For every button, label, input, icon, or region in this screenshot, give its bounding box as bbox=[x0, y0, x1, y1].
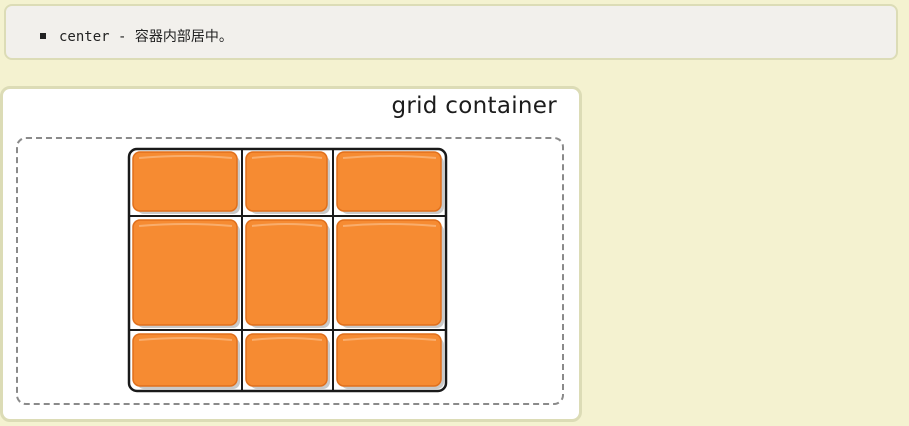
grid-item-7 bbox=[132, 333, 240, 389]
bullet-icon bbox=[40, 33, 46, 39]
grid-item-3 bbox=[336, 151, 444, 214]
grid-item-8 bbox=[245, 333, 330, 389]
grid-item-9 bbox=[336, 333, 444, 389]
demo-title: grid container bbox=[391, 93, 557, 119]
grid-item-6 bbox=[336, 219, 444, 328]
note-text: center - 容器内部居中。 bbox=[59, 29, 233, 45]
note-list-item: center - 容器内部居中。 bbox=[40, 26, 233, 46]
grid-item-4 bbox=[132, 219, 240, 328]
grid-item-5 bbox=[245, 219, 330, 328]
grid-item-1 bbox=[132, 151, 240, 214]
grid-container-frame bbox=[16, 137, 564, 405]
note-box: center - 容器内部居中。 bbox=[4, 4, 898, 60]
grid-item-2 bbox=[245, 151, 330, 214]
